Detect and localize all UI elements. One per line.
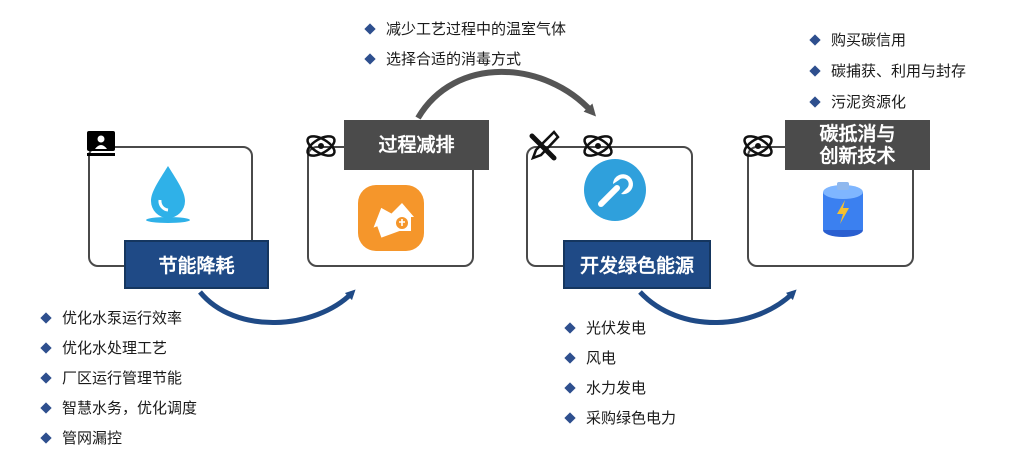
measure-item: 购买碳信用: [807, 30, 966, 50]
tools-icon: [529, 130, 560, 161]
measure-item: 污泥资源化: [807, 92, 966, 112]
stage-1-label: 节能降耗: [124, 240, 269, 289]
measure-item: 厂区运行管理节能: [38, 368, 197, 388]
water-drop-icon: [146, 166, 190, 223]
stage-2-measures: 减少工艺过程中的温室气体 选择合适的消毒方式: [362, 19, 566, 69]
measure-item: 选择合适的消毒方式: [362, 49, 566, 69]
wrench-icon: [584, 159, 646, 221]
measure-item: 风电: [562, 348, 676, 368]
stage-4-label-line1: 碳抵消与: [819, 123, 896, 145]
arrow-stage2-to-stage3: [415, 68, 597, 120]
stage-3-measures: 光伏发电 风电 水力发电 采购绿色电力: [562, 318, 676, 428]
atom-icon: [743, 135, 773, 157]
stage-4-measures: 购买碳信用 碳捕获、利用与封存 污泥资源化: [807, 30, 966, 112]
measure-item: 管网漏控: [38, 428, 197, 448]
atom-icon: [583, 135, 613, 157]
measure-item: 减少工艺过程中的温室气体: [362, 19, 566, 39]
arrow-stage3-to-stage4: [638, 289, 797, 325]
stage-1-measures: 优化水泵运行效率 优化水处理工艺 厂区运行管理节能 智慧水务，优化调度 管网漏控: [38, 308, 197, 448]
stage-4-label: 碳抵消与 创新技术: [785, 120, 930, 170]
house-icon: [358, 185, 424, 251]
measure-item: 碳捕获、利用与封存: [807, 61, 966, 81]
presenter-icon: [87, 131, 115, 156]
measure-item: 光伏发电: [562, 318, 676, 338]
stage-4-label-line2: 创新技术: [819, 145, 896, 167]
battery-icon: [823, 182, 863, 237]
measure-item: 智慧水务，优化调度: [38, 398, 197, 418]
measure-item: 采购绿色电力: [562, 408, 676, 428]
measure-item: 优化水泵运行效率: [38, 308, 197, 328]
stage-3-label: 开发绿色能源: [563, 240, 711, 289]
measure-item: 优化水处理工艺: [38, 338, 197, 358]
atom-icon: [306, 135, 336, 157]
stage-2-label: 过程减排: [344, 120, 489, 170]
arrow-stage1-to-stage2: [198, 289, 356, 325]
measure-item: 水力发电: [562, 378, 676, 398]
